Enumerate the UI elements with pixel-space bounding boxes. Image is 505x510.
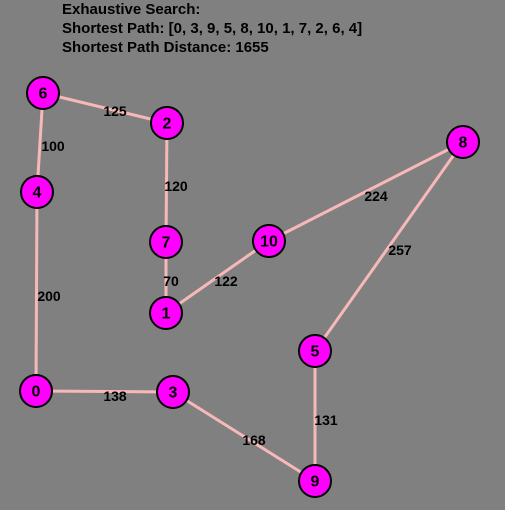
node-5: 5	[298, 334, 332, 368]
node-circle	[149, 296, 183, 330]
edge-weight-label: 120	[164, 178, 188, 194]
node-circle	[252, 224, 286, 258]
shortest-path-distance-text: Shortest Path Distance: 1655	[62, 39, 269, 56]
node-circle	[298, 334, 332, 368]
edge-10-8	[268, 140, 464, 243]
node-label: 2	[163, 116, 172, 133]
node-label: 5	[311, 344, 320, 361]
edge-4-0	[34, 191, 39, 392]
node-label: 8	[459, 135, 468, 152]
node-label: 9	[311, 474, 320, 491]
edge-weight-label: 125	[103, 103, 127, 119]
node-2: 2	[150, 106, 184, 140]
edge-weight-label: 257	[388, 242, 412, 258]
node-label: 6	[39, 86, 48, 103]
edge-2-7	[164, 122, 169, 243]
search-title: Exhaustive Search:	[62, 1, 201, 18]
node-0: 0	[19, 374, 53, 408]
header: Exhaustive Search: Shortest Path: [0, 3,…	[62, 0, 362, 57]
edge-0-3	[35, 389, 174, 394]
shortest-path-text: Shortest Path: [0, 3, 9, 5, 8, 10, 1, 7,…	[62, 20, 363, 37]
edge-weight-label: 138	[103, 388, 127, 404]
node-circle	[150, 106, 184, 140]
edge-weight-label: 224	[364, 188, 388, 204]
edge-weight-label: 100	[41, 138, 65, 154]
edge-weight-label: 200	[37, 288, 61, 304]
node-circle	[26, 76, 60, 110]
node-label: 10	[260, 234, 278, 251]
node-label: 1	[162, 306, 171, 323]
edge-weight-label: 131	[314, 412, 338, 428]
node-label: 7	[162, 235, 171, 252]
nodes-layer: 0 1 2 3 4 5 6 7 8 9 10	[19, 76, 480, 498]
node-circle	[149, 225, 183, 259]
node-circle	[298, 464, 332, 498]
node-10: 10	[252, 224, 286, 258]
edge-weight-label: 122	[214, 273, 238, 289]
edge-1-10	[165, 239, 270, 315]
node-3: 3	[156, 375, 190, 409]
node-4: 4	[20, 175, 54, 209]
node-circle	[20, 175, 54, 209]
edges-layer	[34, 91, 465, 483]
node-7: 7	[149, 225, 183, 259]
node-label: 3	[169, 385, 178, 402]
node-6: 6	[26, 76, 60, 110]
node-label: 4	[33, 185, 42, 202]
node-label: 0	[32, 384, 41, 401]
node-9: 9	[298, 464, 332, 498]
edge-weight-label: 70	[163, 273, 179, 289]
edge-weight-label: 168	[242, 432, 266, 448]
edge-6-2	[42, 91, 168, 125]
node-circle	[446, 125, 480, 159]
node-1: 1	[149, 296, 183, 330]
node-8: 8	[446, 125, 480, 159]
node-circle	[19, 374, 53, 408]
edge-3-9	[172, 390, 316, 483]
node-circle	[156, 375, 190, 409]
edge-8-5	[313, 141, 465, 352]
